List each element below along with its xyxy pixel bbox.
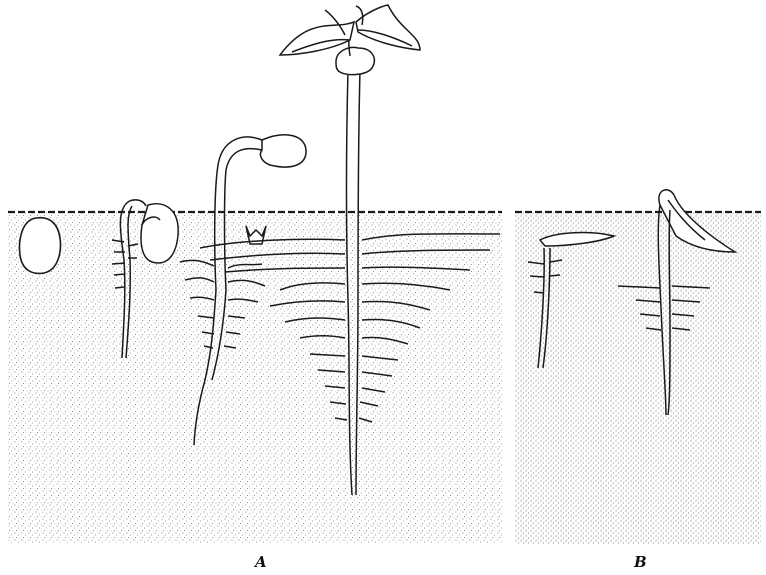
panel-a-soil — [8, 212, 502, 544]
panel-a — [8, 5, 502, 544]
panel-b-label: B — [634, 553, 647, 571]
panel-a-label: A — [255, 553, 267, 571]
bean-seed-stage-1 — [20, 218, 61, 274]
panel-b — [515, 190, 761, 544]
